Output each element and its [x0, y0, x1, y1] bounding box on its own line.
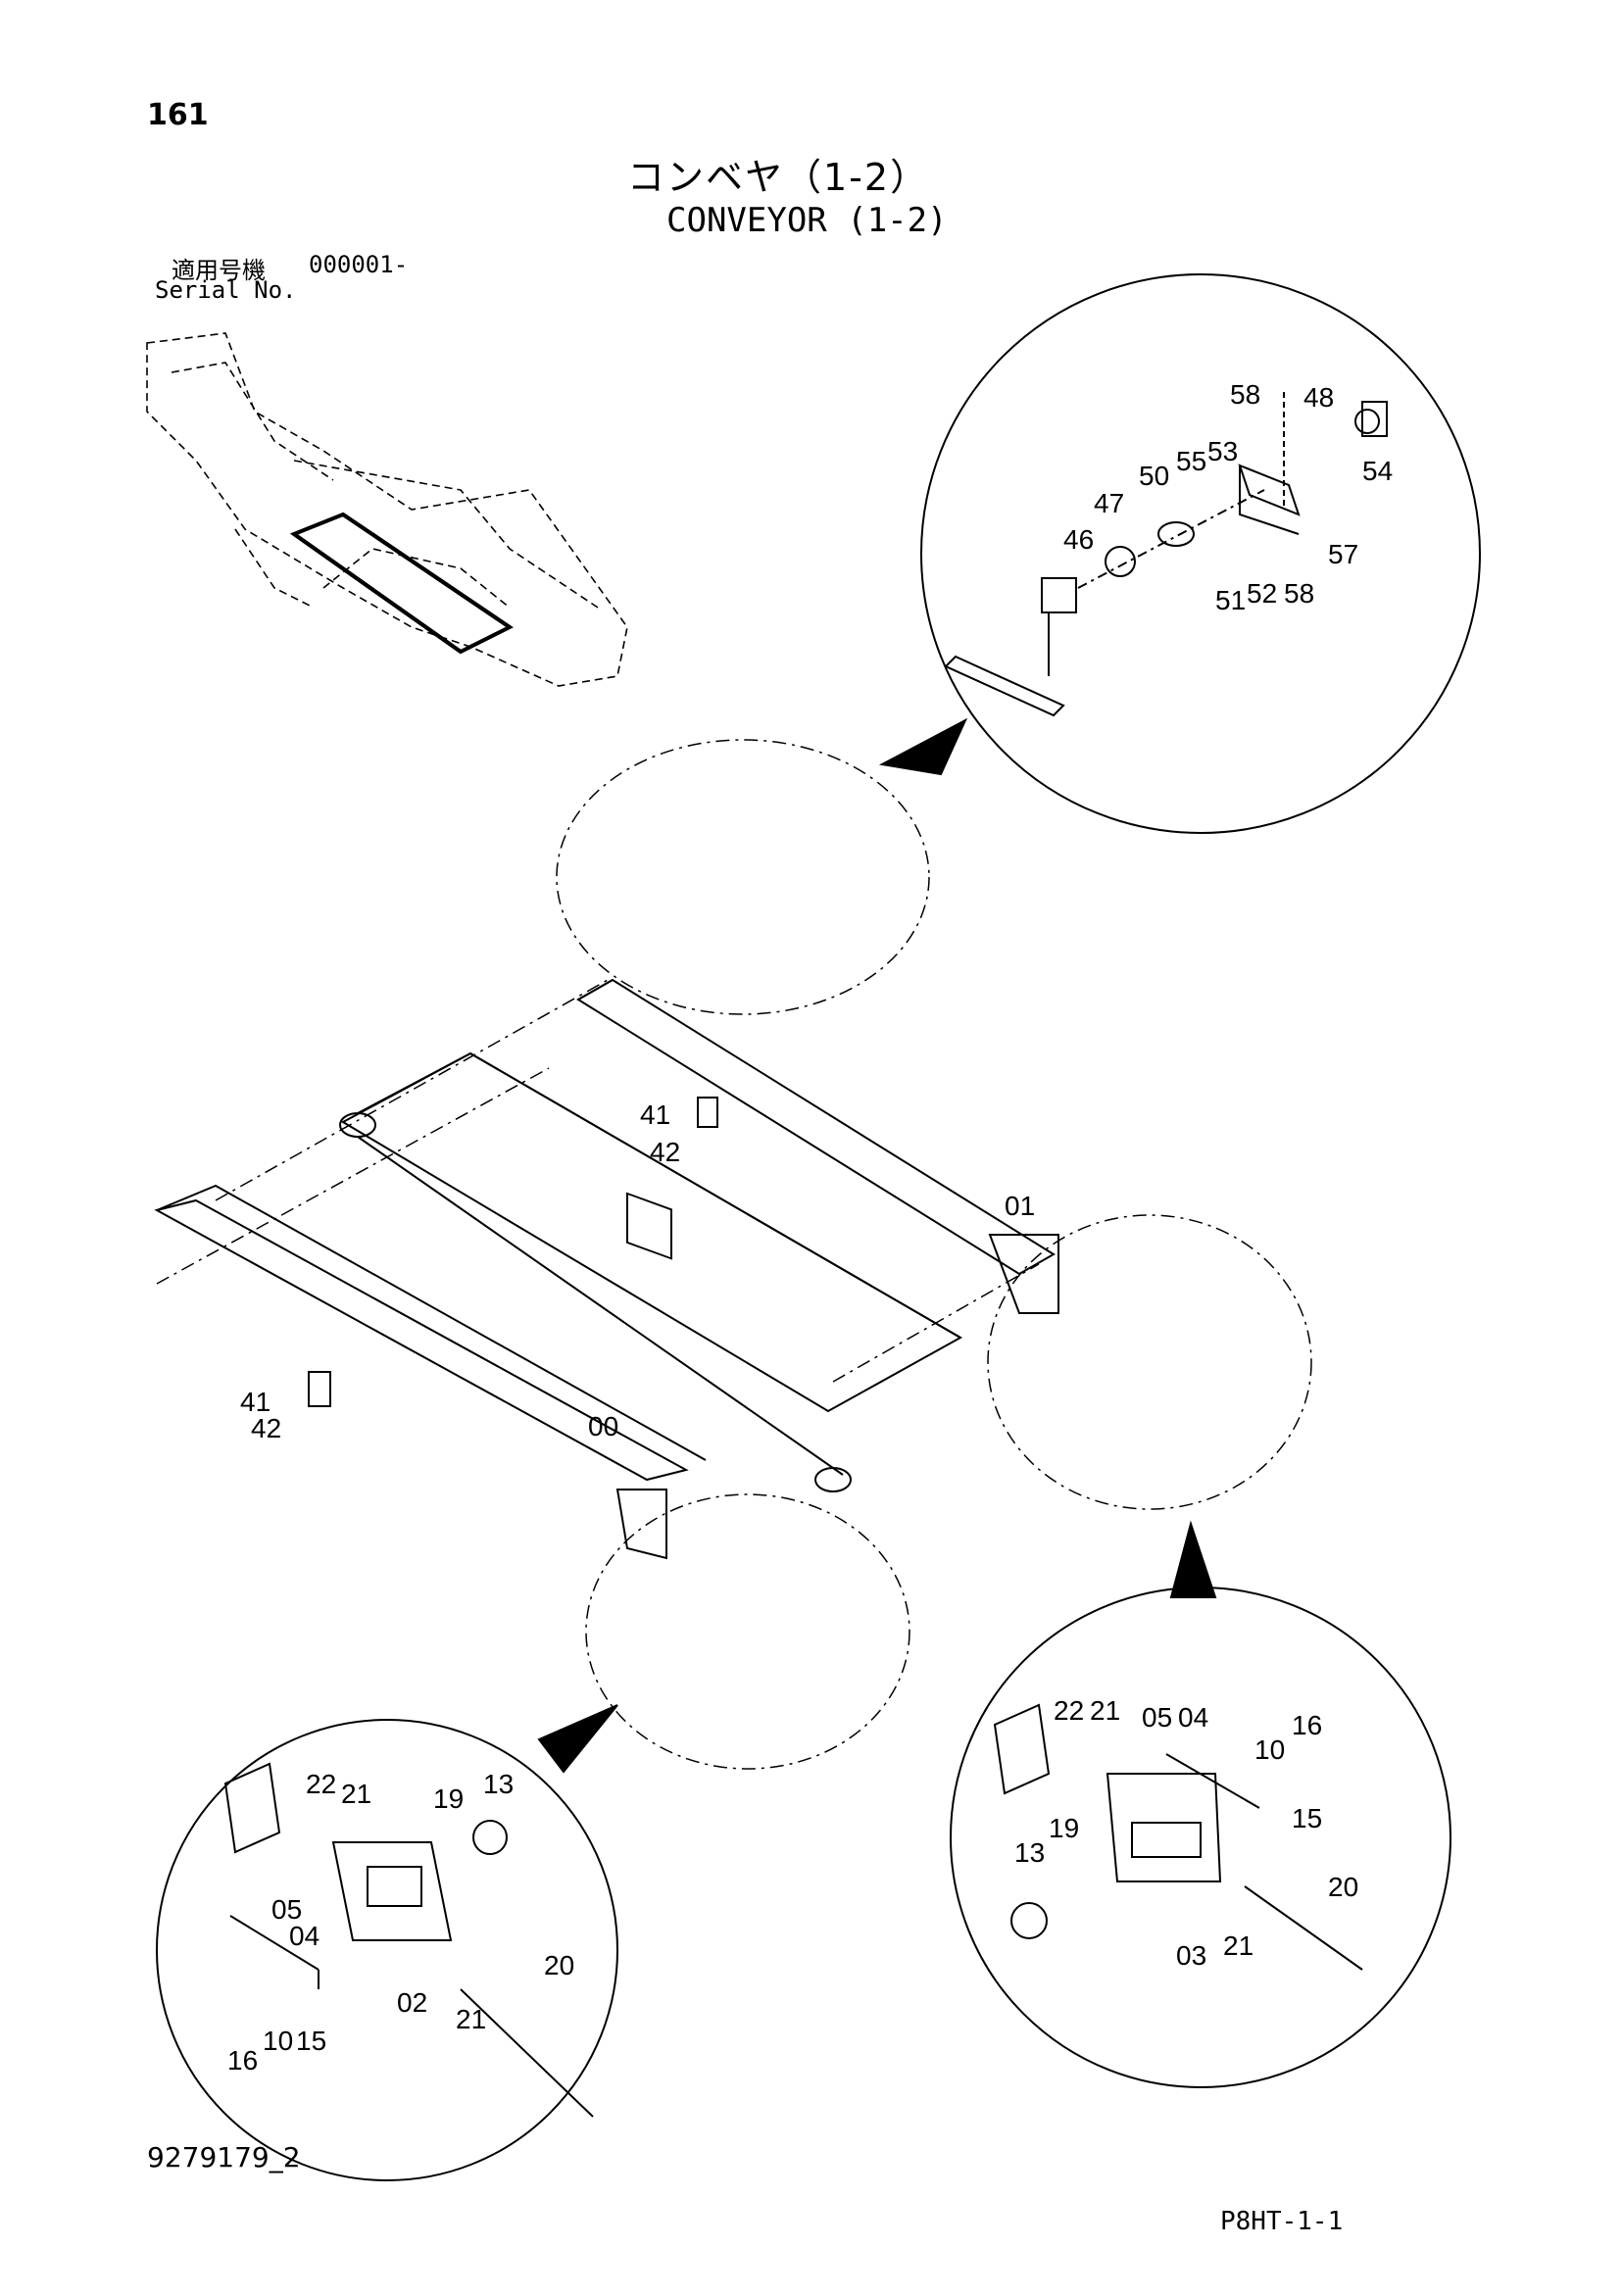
highlighted-conveyor-in-sketch	[289, 512, 514, 655]
pointer-arrow-top	[878, 717, 968, 776]
part-label-04: 04	[1178, 1702, 1208, 1733]
part-label-50: 50	[1139, 461, 1169, 491]
part-label-16: 16	[1292, 1710, 1322, 1740]
part-label-19: 19	[433, 1783, 464, 1814]
page-title-english: CONVEYOR (1-2)	[666, 201, 948, 240]
part-label-53: 53	[1207, 436, 1238, 466]
part-label-46: 46	[1063, 524, 1094, 555]
part-label-16: 16	[227, 2045, 258, 2076]
part-label-03: 03	[1176, 1940, 1206, 1971]
detail-outlines	[156, 739, 1312, 1770]
part-label-41: 41	[640, 1099, 670, 1130]
pointer-arrow-right	[1169, 1520, 1217, 1598]
detail-circle-bottom-left	[156, 1719, 618, 2181]
part-label-00: 00	[588, 1411, 618, 1441]
detail-circle-top-right	[920, 273, 1481, 834]
part-label-20: 20	[1328, 1872, 1358, 1902]
bearing-assembly-detail-right	[993, 1703, 1363, 1971]
part-label-01: 01	[1005, 1191, 1035, 1221]
part-label-55: 55	[1176, 446, 1206, 476]
part-label-10: 10	[1254, 1734, 1285, 1765]
part-label-42: 42	[251, 1413, 281, 1443]
part-label-57: 57	[1328, 539, 1358, 569]
part-label-19: 19	[1049, 1813, 1079, 1843]
part-label-21: 21	[1223, 1930, 1253, 1961]
part-label-54: 54	[1362, 456, 1393, 486]
page-title-japanese: コンベヤ（1-2）	[627, 156, 930, 199]
drawing-id: 9279179_2	[147, 2141, 301, 2174]
page-code: P8HT-1-1	[1220, 2207, 1344, 2236]
part-label-13: 13	[483, 1769, 514, 1799]
part-label-21: 21	[456, 2004, 486, 2034]
part-label-42: 42	[650, 1137, 680, 1167]
serial-label-japanese: 適用号機	[172, 257, 266, 284]
part-label-02: 02	[397, 1987, 427, 2018]
part-label-15: 15	[1292, 1803, 1322, 1833]
part-label-48: 48	[1303, 382, 1334, 413]
part-label-22: 22	[306, 1769, 336, 1799]
serial-label-english: Serial No.	[155, 276, 297, 304]
part-label-47: 47	[1094, 488, 1124, 518]
motor-assembly-detail	[944, 392, 1388, 717]
part-label-10: 10	[263, 2026, 293, 2056]
part-label-21: 21	[1090, 1695, 1120, 1726]
part-label-15: 15	[296, 2026, 326, 2056]
part-label-13: 13	[1014, 1837, 1045, 1868]
part-label-22: 22	[1054, 1695, 1084, 1726]
part-labels: 00 01 41 42 41 42 58 48 54 55 53 50 47 4…	[227, 379, 1393, 2076]
conveyor-frame	[154, 978, 1059, 1560]
part-label-58: 58	[1284, 578, 1314, 609]
part-label-41: 41	[240, 1387, 270, 1417]
serial-number-value: 000001-	[309, 251, 409, 278]
part-label-21: 21	[341, 1779, 371, 1809]
part-label-05: 05	[1142, 1702, 1172, 1733]
pointer-arrow-left	[537, 1704, 618, 1774]
part-label-05: 05	[271, 1894, 302, 1925]
part-label-20: 20	[544, 1950, 574, 1980]
part-label-51: 51	[1215, 585, 1246, 615]
part-label-58: 58	[1230, 379, 1260, 410]
part-label-04: 04	[289, 1921, 319, 1951]
machine-location-sketch	[146, 332, 628, 687]
bearing-assembly-detail-left	[223, 1762, 594, 2118]
part-label-52: 52	[1247, 578, 1277, 609]
page-number: 161	[147, 98, 209, 132]
